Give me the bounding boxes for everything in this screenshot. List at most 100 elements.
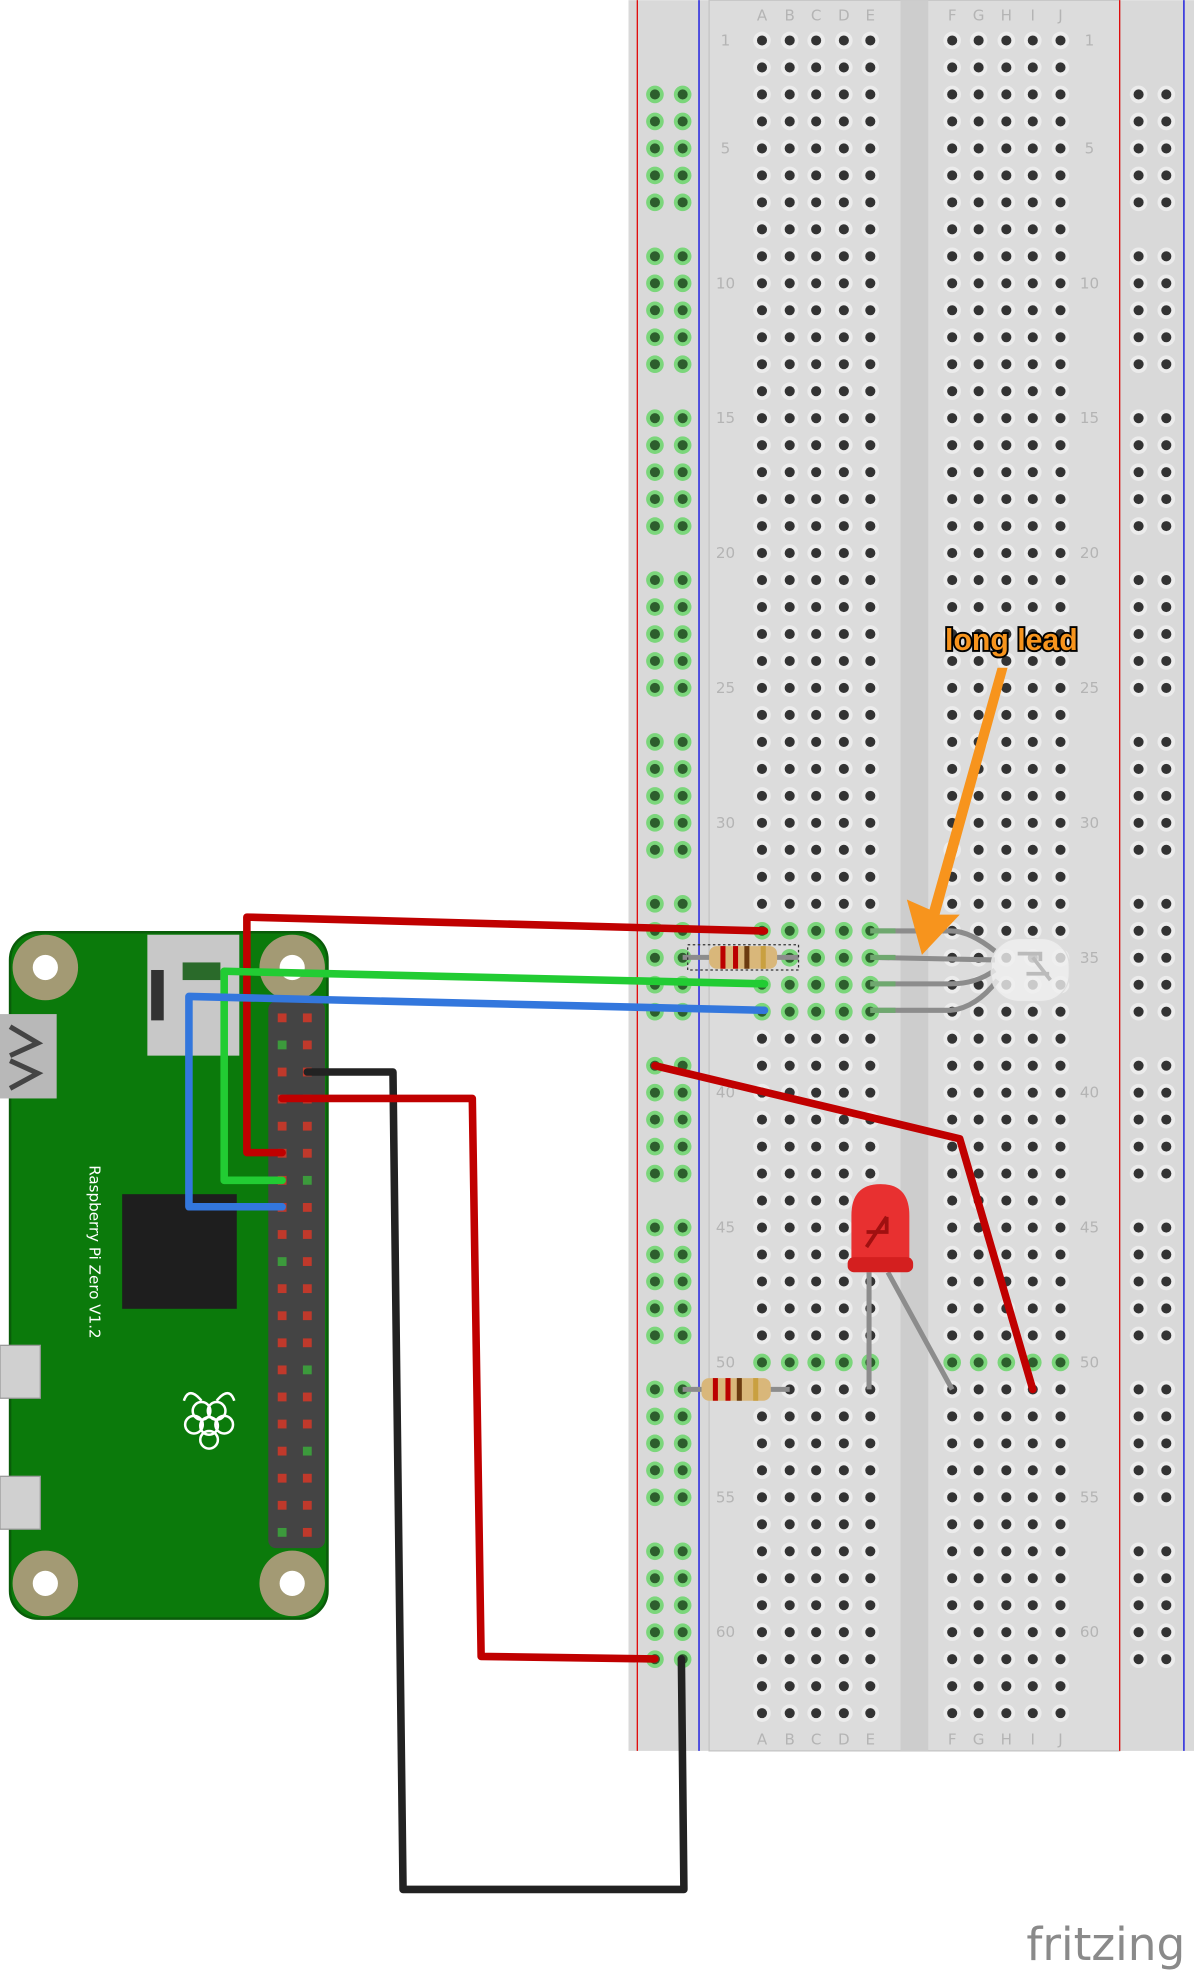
breadboard-hole[interactable] (943, 139, 961, 158)
breadboard-hole[interactable] (807, 31, 825, 50)
breadboard-hole[interactable] (861, 328, 880, 347)
breadboard-hole[interactable] (1051, 625, 1070, 643)
breadboard-hole[interactable] (807, 1650, 825, 1669)
breadboard-hole[interactable] (1023, 787, 1042, 805)
power-rail-hole[interactable] (1129, 1245, 1148, 1264)
breadboard-hole[interactable] (780, 544, 799, 562)
breadboard-hole[interactable] (807, 1515, 825, 1534)
breadboard-hole[interactable] (835, 679, 853, 697)
breadboard-hole[interactable] (1051, 1110, 1070, 1129)
power-rail-hole[interactable] (673, 1110, 692, 1129)
breadboard-hole[interactable] (1023, 1650, 1042, 1669)
breadboard-hole[interactable] (997, 1515, 1016, 1534)
breadboard-hole[interactable] (969, 274, 988, 293)
breadboard-hole[interactable] (997, 733, 1016, 751)
power-rail-hole[interactable] (1157, 975, 1176, 994)
breadboard-hole[interactable] (1051, 921, 1070, 940)
breadboard-hole[interactable] (943, 1326, 961, 1345)
power-rail-hole[interactable] (1129, 1569, 1148, 1588)
breadboard-hole[interactable] (1023, 1299, 1042, 1318)
gpio-pin[interactable] (302, 1311, 312, 1321)
breadboard-hole[interactable] (997, 787, 1016, 805)
breadboard-hole[interactable] (753, 1137, 771, 1156)
wire-red-jumper[interactable] (651, 1061, 1037, 1394)
breadboard-hole[interactable] (969, 247, 988, 266)
power-rail-hole[interactable] (1157, 247, 1176, 266)
power-rail-hole[interactable] (1157, 490, 1176, 508)
power-rail-hole[interactable] (1129, 652, 1148, 670)
breadboard-hole[interactable] (943, 544, 961, 562)
breadboard-hole[interactable] (807, 220, 825, 239)
breadboard-hole[interactable] (861, 1137, 880, 1156)
power-rail-hole[interactable] (646, 409, 664, 428)
power-rail-hole[interactable] (1129, 975, 1148, 994)
breadboard-hole[interactable] (861, 409, 880, 428)
breadboard-hole[interactable] (1051, 706, 1070, 724)
power-rail-hole[interactable] (1157, 1002, 1176, 1021)
breadboard-hole[interactable] (943, 1164, 961, 1183)
breadboard-hole[interactable] (997, 490, 1016, 508)
power-rail-hole[interactable] (646, 166, 664, 185)
gpio-pin[interactable] (302, 1392, 312, 1402)
breadboard-hole[interactable] (1051, 598, 1070, 616)
power-rail-hole[interactable] (673, 652, 692, 670)
breadboard-hole[interactable] (861, 517, 880, 535)
power-rail-hole[interactable] (1129, 85, 1148, 104)
breadboard-hole[interactable] (753, 1569, 771, 1588)
breadboard-hole[interactable] (997, 625, 1016, 643)
breadboard-hole[interactable] (753, 436, 771, 454)
breadboard-hole[interactable] (753, 814, 771, 832)
power-rail-hole[interactable] (646, 517, 664, 535)
wire-red-3v3[interactable] (243, 913, 769, 1157)
breadboard-hole[interactable] (969, 1542, 988, 1561)
breadboard-hole[interactable] (1023, 1515, 1042, 1534)
power-rail-hole[interactable] (646, 301, 664, 320)
breadboard-hole[interactable] (807, 1569, 825, 1588)
breadboard-hole[interactable] (1023, 1029, 1042, 1048)
power-rail-hole[interactable] (1129, 894, 1148, 913)
breadboard-hole[interactable] (835, 1272, 853, 1291)
breadboard-hole[interactable] (997, 1110, 1016, 1129)
breadboard-hole[interactable] (1051, 1164, 1070, 1183)
power-rail-hole[interactable] (1157, 1596, 1176, 1615)
breadboard-hole[interactable] (861, 625, 880, 643)
breadboard-hole[interactable] (753, 1623, 771, 1642)
breadboard-hole[interactable] (997, 760, 1016, 778)
breadboard-hole[interactable] (807, 1704, 825, 1722)
breadboard-hole[interactable] (997, 598, 1016, 616)
breadboard-hole[interactable] (753, 571, 771, 589)
breadboard-hole[interactable] (997, 382, 1016, 401)
power-rail-hole[interactable] (1129, 598, 1148, 616)
power-rail-hole[interactable] (646, 193, 664, 212)
breadboard-hole[interactable] (1023, 1704, 1042, 1722)
breadboard-hole[interactable] (807, 1299, 825, 1318)
power-rail-hole[interactable] (673, 841, 692, 859)
power-rail-hole[interactable] (1129, 760, 1148, 778)
breadboard-hole[interactable] (835, 1515, 853, 1534)
breadboard-hole[interactable] (780, 193, 799, 212)
breadboard-hole[interactable] (997, 1623, 1016, 1642)
power-rail-hole[interactable] (1129, 841, 1148, 859)
breadboard-hole[interactable] (1023, 1542, 1042, 1561)
breadboard-hole[interactable] (1051, 274, 1070, 293)
breadboard-hole[interactable] (861, 1056, 880, 1075)
breadboard-hole[interactable] (969, 571, 988, 589)
breadboard-hole[interactable] (780, 166, 799, 185)
breadboard-hole[interactable] (997, 1542, 1016, 1561)
breadboard-hole[interactable] (835, 760, 853, 778)
breadboard-hole[interactable] (943, 1245, 961, 1264)
breadboard-hole[interactable] (835, 1704, 853, 1722)
breadboard-hole[interactable] (835, 409, 853, 428)
power-rail-hole[interactable] (1129, 436, 1148, 454)
breadboard-hole[interactable] (780, 409, 799, 428)
power-rail-hole[interactable] (1157, 1434, 1176, 1453)
power-rail-hole[interactable] (1129, 571, 1148, 589)
breadboard-hole[interactable] (807, 1056, 825, 1075)
breadboard-hole[interactable] (835, 58, 853, 77)
power-rail-hole[interactable] (1157, 139, 1176, 158)
breadboard-hole[interactable] (807, 706, 825, 724)
breadboard-hole[interactable] (997, 1353, 1016, 1372)
breadboard-hole[interactable] (1051, 1029, 1070, 1048)
breadboard-hole[interactable] (997, 1461, 1016, 1480)
power-rail-hole[interactable] (673, 139, 692, 158)
